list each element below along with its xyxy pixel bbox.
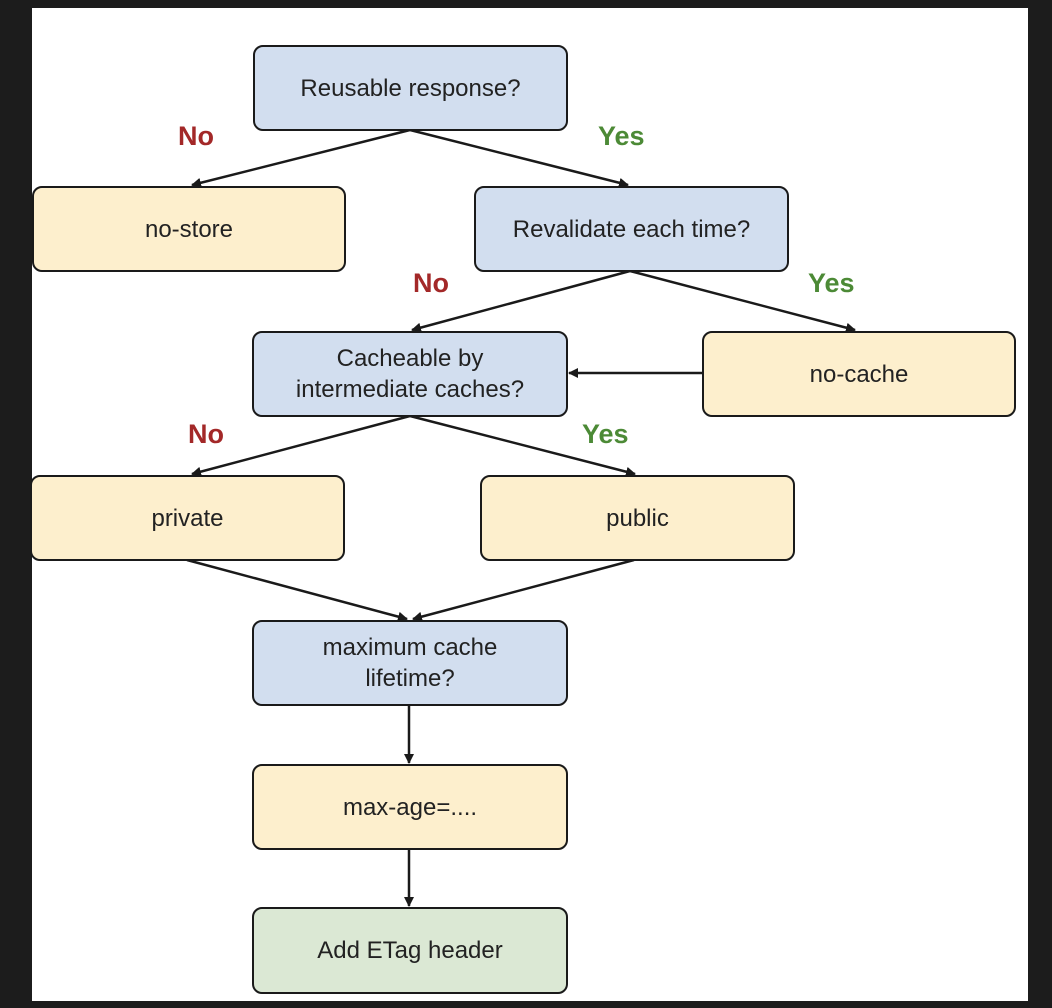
node-max-age-text: max-age=.... bbox=[342, 793, 478, 821]
label-cacheable-no: No bbox=[188, 419, 224, 449]
node-cacheable: Cacheable by intermediate caches? bbox=[252, 331, 568, 417]
node-max-lifetime-text-line1: maximum cache bbox=[322, 634, 498, 661]
node-add-etag-text: Add ETag header bbox=[317, 937, 503, 964]
node-revalidate-text: Revalidate each time? bbox=[512, 215, 751, 243]
node-private: private bbox=[30, 475, 345, 561]
node-no-store-text: no-store bbox=[144, 215, 234, 243]
node-reusable-response-text: Reusable response? bbox=[300, 74, 521, 102]
node-cacheable-text-line2: intermediate caches? bbox=[295, 376, 525, 403]
node-cacheable-text-line1: Cacheable by bbox=[336, 345, 484, 372]
node-public: public bbox=[480, 475, 795, 561]
node-no-store: no-store bbox=[32, 186, 346, 272]
label-revalidate-no: No bbox=[413, 268, 449, 298]
label-reusable-no: No bbox=[178, 121, 214, 151]
node-max-age: max-age=.... bbox=[252, 764, 568, 850]
node-private-text: private bbox=[151, 504, 224, 532]
node-no-cache-text: no-cache bbox=[809, 360, 909, 388]
label-revalidate-yes: Yes bbox=[808, 268, 855, 298]
node-max-lifetime-text-line2: lifetime? bbox=[365, 665, 455, 692]
label-reusable-yes: Yes bbox=[598, 121, 645, 151]
node-max-lifetime: maximum cache lifetime? bbox=[252, 620, 568, 706]
node-no-cache: no-cache bbox=[702, 331, 1016, 417]
node-reusable-response: Reusable response? bbox=[253, 45, 568, 131]
node-add-etag: Add ETag header bbox=[252, 907, 568, 994]
node-revalidate: Revalidate each time? bbox=[474, 186, 789, 272]
label-cacheable-yes: Yes bbox=[582, 419, 629, 449]
node-public-text: public bbox=[606, 504, 669, 532]
